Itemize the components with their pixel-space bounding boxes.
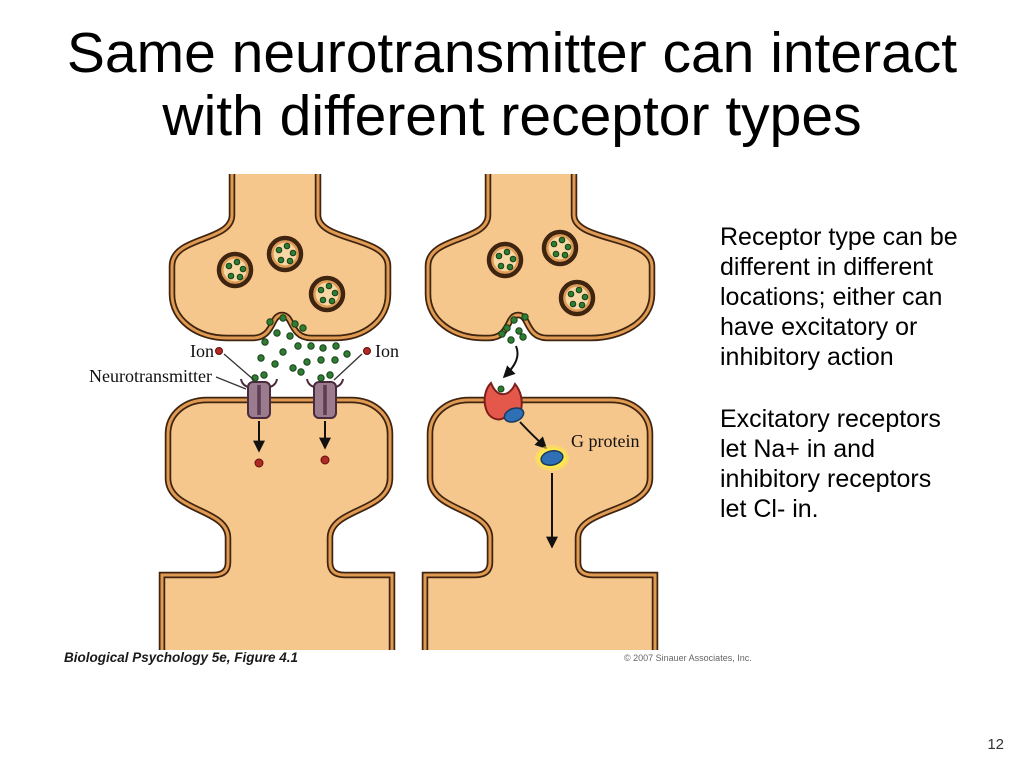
- presynaptic-terminal-right: [424, 174, 656, 342]
- slide-title: Same neurotransmitter can interact with …: [66, 21, 958, 148]
- synapse-figure: Ion Ion Neurotransmitter: [64, 174, 752, 665]
- bound-neurotransmitter-dot: [497, 385, 505, 393]
- figure-copyright: © 2007 Sinauer Associates, Inc.: [624, 653, 752, 663]
- note-paragraph-1: Receptor type can be different in differ…: [720, 223, 958, 371]
- activated-g-protein: [535, 445, 569, 471]
- postsynaptic-cell-left: [158, 396, 396, 650]
- right-synapse: G protein: [421, 174, 659, 650]
- metabotropic-receptor: [483, 381, 525, 423]
- figure-caption: Biological Psychology 5e, Figure 4.1: [64, 650, 299, 665]
- binding-arrow: [502, 345, 519, 379]
- left-synapse: Ion Ion Neurotransmitter: [89, 174, 399, 650]
- neurotransmitter-dots-right: [498, 313, 529, 344]
- page-number: 12: [987, 736, 1004, 753]
- activation-arrow: [519, 421, 548, 450]
- ionotropic-receptor-channel-right: [306, 371, 344, 419]
- ion-dot-right: [363, 347, 371, 355]
- ion-label-left: Ion: [190, 341, 214, 361]
- notes-text-block: Receptor type can be different in differ…: [720, 222, 982, 524]
- neurotransmitter-dots-left: [257, 314, 351, 376]
- ionotropic-receptor-channel-left: [240, 371, 278, 419]
- g-protein-label: G protein: [571, 431, 639, 451]
- g-protein-released: [540, 450, 564, 466]
- ion-dot-left: [215, 347, 223, 355]
- ion-flow-arrows: [253, 421, 331, 468]
- neurotransmitter-label: Neurotransmitter: [89, 366, 212, 386]
- note-paragraph-2: Excitatory receptors let Na+ in and inhi…: [720, 405, 941, 523]
- g-protein-coupled: [503, 407, 525, 423]
- ion-label-right: Ion: [375, 341, 399, 361]
- left-synapse-labels: Ion Ion Neurotransmitter: [89, 341, 399, 390]
- postsynaptic-cell-right: [421, 396, 659, 650]
- synapse-diagram: Ion Ion Neurotransmitter: [89, 174, 659, 650]
- synaptic-vesicles-right: [486, 229, 596, 317]
- synaptic-vesicles-left: [216, 235, 346, 313]
